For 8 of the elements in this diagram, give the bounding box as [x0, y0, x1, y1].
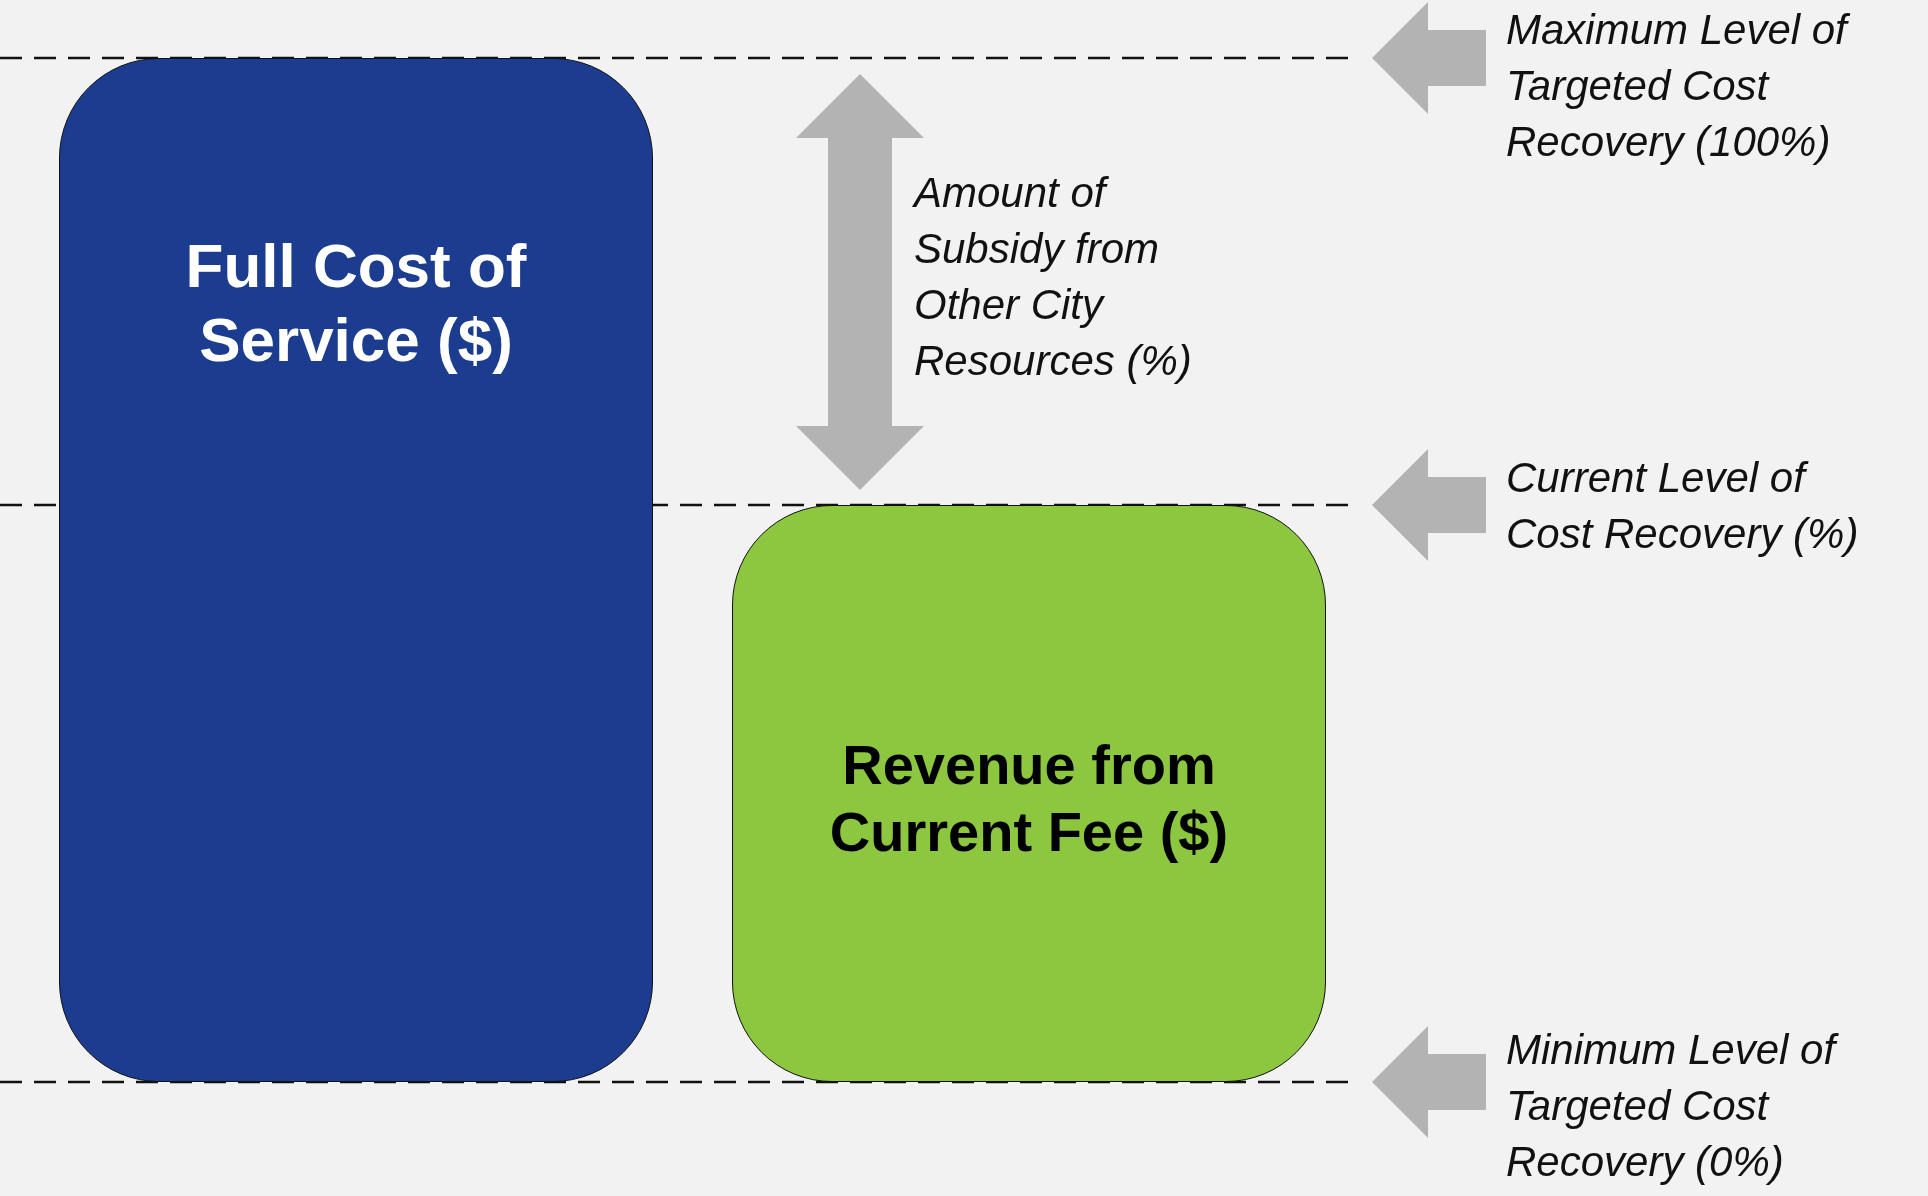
arrow-annotation: Amount of Subsidy from Other City Resources (%) — [914, 168, 1193, 386]
level-label: Maximum Level of Targeted Cost Recovery (100%) — [1506, 2, 1916, 170]
level-label: Current Level of Cost Recovery (%) — [1506, 453, 1860, 559]
box-title: Revenue from Current Fee ($) — [828, 732, 1230, 866]
rounded-box — [59, 58, 653, 1082]
rounded-box — [732, 505, 1326, 1082]
level-label: Minimum Level of Targeted Cost Recovery (0%) — [1506, 1022, 1916, 1190]
box-title: Full Cost of Service ($) — [184, 230, 528, 377]
